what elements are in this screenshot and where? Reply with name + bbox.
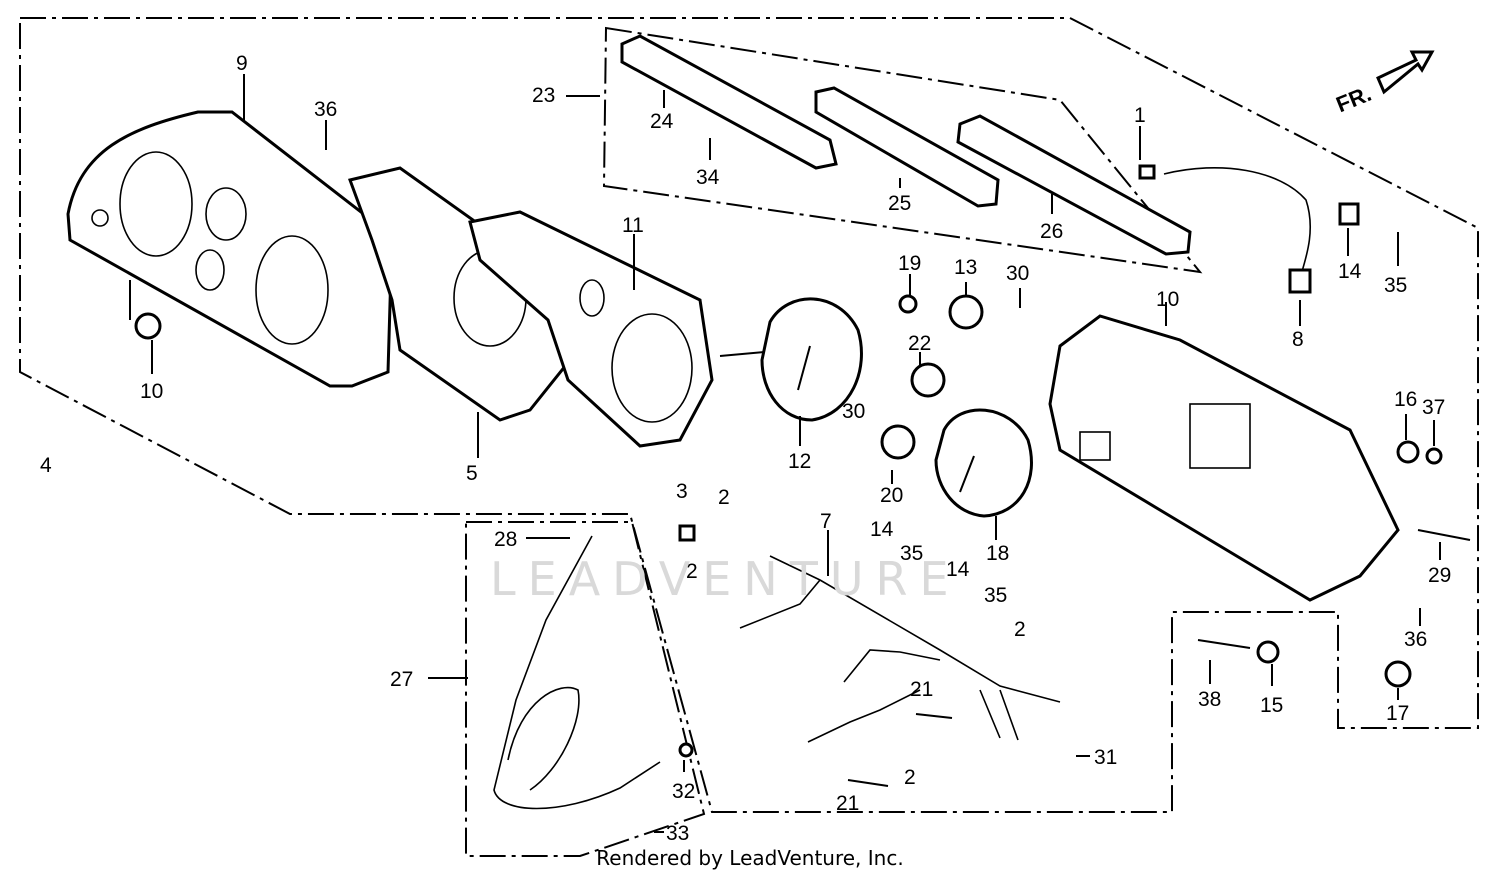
sub-assembly-outline-27	[465, 521, 706, 857]
wire-harness-part-6	[739, 555, 1061, 743]
callout-19: 19	[898, 252, 921, 275]
meter-case-part-11	[468, 210, 714, 448]
callout-24: 24	[650, 110, 674, 133]
callout-12: 12	[788, 450, 811, 473]
small-parts	[134, 164, 1471, 787]
indicator-panel-part-26	[956, 114, 1192, 256]
callout-16: 16	[1394, 388, 1417, 411]
callout-32: 32	[672, 780, 695, 803]
callout-35b: 35	[900, 542, 923, 565]
callout-11: 11	[622, 214, 644, 237]
sub-assembly-outline-23	[602, 26, 1203, 274]
callout-7: 8	[1292, 328, 1304, 351]
meter-visor-part-8	[66, 110, 394, 388]
washer-part-15	[1256, 640, 1280, 664]
screw-part-21b	[915, 713, 953, 719]
callout-2d: 2	[904, 766, 916, 789]
callout-22: 22	[908, 332, 931, 355]
callout-36b: 36	[1404, 628, 1427, 651]
callout-20: 20	[880, 484, 903, 507]
callout-1: 1	[1134, 104, 1146, 127]
callout-6: 7	[820, 510, 832, 533]
callout-25: 25	[888, 192, 911, 215]
callout-14: 14	[1338, 260, 1362, 283]
callout-28: 28	[494, 528, 517, 551]
callout-36: 36	[314, 98, 337, 121]
cushion-part-17	[1384, 660, 1412, 688]
svg-text:FR.: FR.	[1333, 81, 1375, 117]
callout-18: 18	[986, 542, 1009, 565]
socket-part-20	[880, 424, 916, 460]
callout-29: 29	[1428, 564, 1451, 587]
washer-part-19	[898, 294, 918, 314]
meter-base-part-9	[1048, 314, 1400, 602]
callout-26: 26	[1040, 220, 1063, 243]
bulb-part-1	[1138, 164, 1156, 180]
callout-30b: 30	[842, 400, 865, 423]
bulb-part-3	[678, 524, 696, 542]
callout-37: 37	[1422, 396, 1445, 419]
callout-5: 5	[466, 462, 478, 485]
watermark: LEADVENTURE	[490, 552, 961, 606]
callout-35: 35	[1384, 274, 1407, 297]
callout-8: 9	[236, 52, 248, 75]
callout-31: 31	[1094, 746, 1117, 769]
speedometer-part-12	[719, 297, 863, 422]
socket-part-13	[948, 294, 984, 330]
bolt-part-38	[1197, 639, 1251, 649]
callout-17: 17	[1386, 702, 1409, 725]
callout-2b: 2	[686, 560, 698, 583]
socket-part-22	[910, 362, 946, 398]
indicator-panel-part-25	[814, 86, 1000, 208]
callout-13: 13	[954, 256, 977, 279]
callout-3: 3	[676, 480, 688, 503]
callout-2a: 2	[718, 486, 730, 509]
callout-35c: 35	[984, 584, 1007, 607]
callout-2c: 2	[1014, 618, 1026, 641]
callout-30: 30	[1006, 262, 1029, 285]
callout-10: 10	[140, 380, 163, 403]
callout-34: 34	[696, 166, 720, 189]
screw-part-21	[847, 779, 889, 787]
callout-15: 15	[1260, 694, 1283, 717]
clip-part-32	[678, 742, 694, 758]
rubber-part-16	[1396, 440, 1420, 464]
indicator-light-part-24	[620, 34, 838, 170]
callout-21a: 21	[910, 678, 933, 701]
nut-part-37	[1425, 447, 1443, 465]
callout-14b: 14	[870, 518, 894, 541]
callout-27: 27	[390, 668, 413, 691]
tachometer-part-18	[934, 408, 1033, 518]
screw-part-29	[1417, 529, 1471, 541]
speedometer-cable-part-27	[493, 535, 661, 810]
callout-4: 4	[40, 454, 52, 477]
callout-21b: 21	[836, 792, 859, 815]
callout-14c: 14	[946, 558, 970, 581]
socket-harness-part-7	[1163, 166, 1312, 294]
callout-33: 33	[666, 822, 689, 845]
grommet-part-10	[134, 312, 162, 340]
bulb-part-14a	[1338, 202, 1360, 226]
leader-lines	[129, 74, 1441, 833]
callout-labels: 9 36 10 4 5 11 12 23 24 34 25 26 1 14 35…	[40, 52, 1451, 845]
render-credit: Rendered by LeadVenture, Inc.	[596, 846, 904, 870]
callout-9: 10	[1156, 288, 1179, 311]
assembly-outline	[19, 17, 1479, 857]
front-direction-arrow-icon: FR.	[1333, 50, 1435, 117]
callout-23: 23	[532, 84, 555, 107]
callout-38: 38	[1198, 688, 1221, 711]
